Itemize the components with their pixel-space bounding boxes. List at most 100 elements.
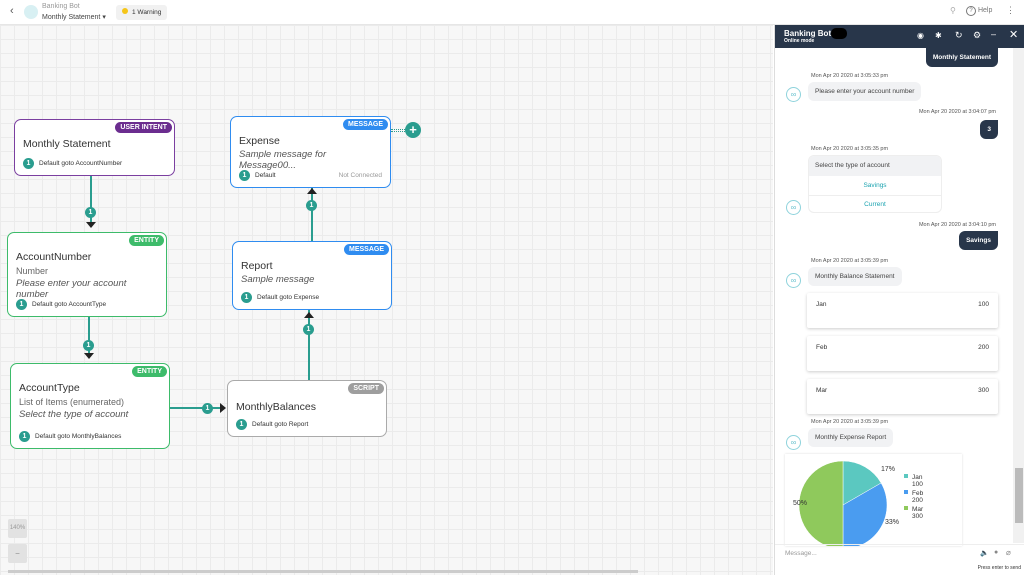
bot-message: Monthly Balance Statement (808, 267, 902, 286)
chat-scrollbar[interactable] (1013, 48, 1024, 543)
transition-count: 1 (16, 299, 27, 310)
pie-slice-feb (842, 482, 888, 546)
chat-title: Banking Bot (784, 29, 832, 38)
bug-icon[interactable]: ✱ (935, 31, 942, 40)
edge-count: 1 (202, 403, 213, 414)
node-type-badge: SCRIPT (348, 383, 384, 394)
node-expense[interactable]: MESSAGE Expense Sample message for Messa… (230, 116, 391, 188)
bot-message: Monthly Expense Report (808, 428, 894, 447)
node-prompt: Select the type of account (19, 409, 129, 420)
add-node-button[interactable]: + (405, 122, 421, 138)
minimize-icon[interactable]: – (991, 29, 997, 39)
bot-avatar-icon: ∞ (786, 200, 801, 215)
timestamp: Mon Apr 20 2020 at 3:05:35 pm (811, 146, 889, 152)
legend-entry: Feb (912, 490, 924, 497)
timestamp: Mon Apr 20 2020 at 3:04:10 pm (918, 222, 996, 228)
user-message: 3 (980, 120, 998, 139)
node-account-type[interactable]: ENTITY AccountType List of Items (enumer… (10, 363, 170, 449)
edge-line (90, 176, 92, 226)
back-icon[interactable]: ‹ (10, 5, 14, 17)
microphone-icon[interactable]: ● (994, 549, 999, 556)
arrow-up-icon (304, 312, 314, 318)
warning-icon (122, 8, 128, 14)
option-savings-button[interactable]: Savings (809, 176, 941, 196)
message-input[interactable]: Message... (785, 550, 817, 557)
zoom-level[interactable]: 140% (8, 519, 27, 538)
edge-line (308, 310, 310, 380)
edge-stub (391, 129, 405, 132)
transition-label: Default goto AccountNumber (39, 160, 123, 167)
composer: Message... 🔈 ● ⌀ Press enter to send (775, 544, 1024, 575)
zoom-out-button[interactable]: − (8, 544, 27, 563)
send-hint: Press enter to send (977, 565, 1021, 571)
horizontal-scrollbar[interactable] (8, 570, 638, 573)
record-icon[interactable]: ◉ (917, 31, 924, 40)
transition-label: Default goto MonthlyBalances (35, 433, 122, 440)
edge-line (170, 407, 222, 409)
chat-subtitle: Online mode (784, 38, 815, 44)
arrow-down-icon (86, 222, 96, 228)
bot-message: Please enter your account number (808, 82, 922, 101)
edge-count: 1 (306, 200, 317, 211)
refresh-icon[interactable]: ↻ (955, 30, 963, 40)
bot-avatar-icon: ∞ (786, 273, 801, 288)
node-prompt: Sample message (241, 274, 315, 285)
warning-text: 1 Warning (132, 9, 162, 16)
node-account-number[interactable]: ENTITY AccountNumber Number Please enter… (7, 232, 167, 317)
legend-entry: Mar (912, 506, 924, 513)
transition-label: Default goto AccountType (32, 301, 107, 308)
arrow-up-icon (307, 188, 317, 194)
flow-canvas[interactable]: 1 1 1 1 1 + USER INTENT Monthly Statemen… (0, 25, 773, 575)
timestamp: Mon Apr 20 2020 at 3:04:07 pm (918, 109, 996, 115)
bot-avatar-icon: ∞ (786, 435, 801, 450)
node-title: Expense (239, 135, 280, 147)
help-button[interactable]: ? Help (966, 6, 992, 16)
edge-line (88, 317, 90, 353)
pie-slice-mar (798, 460, 844, 546)
month-label: Mar (816, 387, 828, 394)
option-current-button[interactable]: Current (864, 201, 886, 208)
bot-message: Select the type of account (809, 156, 941, 176)
speaker-icon[interactable]: 🔈 (980, 550, 989, 557)
edge-line (311, 188, 313, 241)
search-icon[interactable]: ⚲ (950, 6, 956, 15)
edge-count: 1 (85, 207, 96, 218)
user-message: Monthly Statement (925, 48, 998, 67)
node-type-badge: USER INTENT (115, 122, 172, 133)
month-value: 100 (978, 301, 989, 308)
node-title: Report (241, 260, 273, 272)
scrollbar-thumb[interactable] (1015, 468, 1023, 523)
arrow-down-icon (84, 353, 94, 359)
node-type-badge: MESSAGE (342, 119, 388, 130)
timestamp: Mon Apr 20 2020 at 3:05:33 pm (811, 73, 889, 79)
node-subtitle: Number (16, 266, 49, 276)
gear-icon[interactable]: ⚙ (973, 30, 982, 40)
more-menu-icon[interactable]: ⋮ (1006, 5, 1015, 15)
transition-label: Default goto Expense (257, 294, 320, 301)
node-prompt: Sample message for Message00... (239, 149, 327, 171)
attachment-icon[interactable]: ⌀ (1006, 548, 1011, 557)
legend-entry: 100 (912, 481, 923, 488)
bot-icon (24, 5, 38, 19)
help-label: Help (977, 7, 993, 14)
node-type-badge: ENTITY (132, 366, 167, 377)
month-value: 200 (978, 344, 989, 351)
redacted-mark (831, 28, 847, 39)
warning-badge[interactable]: 1 Warning (116, 5, 168, 20)
transition-count: 1 (19, 431, 30, 442)
timestamp: Mon Apr 20 2020 at 3:05:39 pm (811, 258, 889, 264)
pie-label: 33% (885, 519, 899, 526)
dialog-selector[interactable]: Monthly Statement ▾ (42, 14, 106, 21)
user-message: Savings (959, 231, 998, 250)
bot-options-message: Select the type of account Savings Curre… (808, 155, 942, 213)
node-title: Monthly Statement (23, 138, 111, 150)
close-icon[interactable]: ✕ (1009, 29, 1019, 41)
transition-count: 1 (239, 170, 250, 181)
